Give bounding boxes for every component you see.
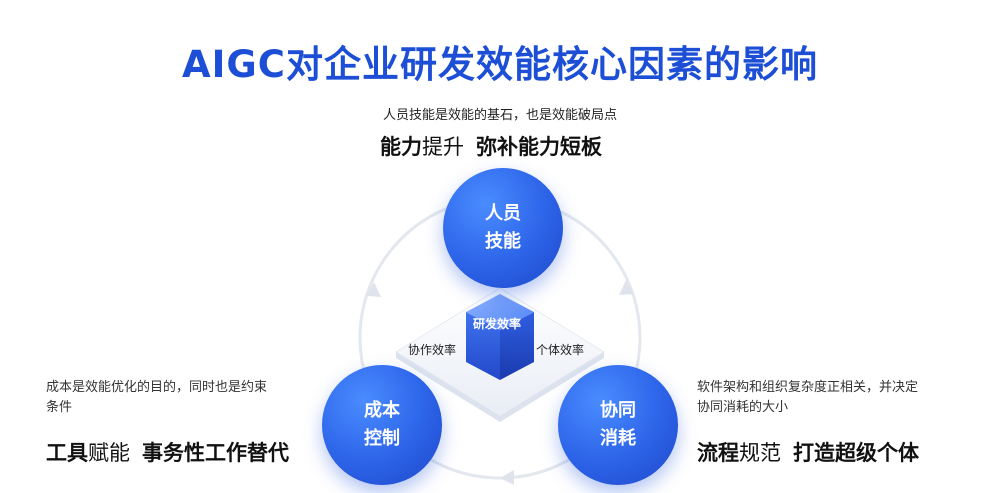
right-headline-bold-2: 打造超级个体 (793, 441, 919, 465)
top-headline: 能力提升弥补能力短板 (380, 131, 602, 161)
cube-left-face (466, 312, 500, 380)
right-headline: 流程规范打造超级个体 (697, 437, 919, 467)
right-desc-line2: 协同消耗的大小 (697, 400, 789, 415)
node-people-skills: 人员 技能 (443, 168, 563, 288)
collab-efficiency-label: 协作效率 (408, 343, 457, 357)
node-collab-line2: 消耗 (600, 428, 636, 449)
left-description: 成本是效能优化的目的，同时也是约束 条件 (46, 378, 316, 418)
node-people-line2: 技能 (485, 231, 521, 252)
ring-arrow-right-icon (619, 280, 634, 295)
node-cost-control: 成本 控制 (322, 365, 442, 485)
node-collab-line1: 协同 (600, 400, 636, 421)
left-headline: 工具赋能事务性工作替代 (46, 437, 289, 467)
right-desc-line1: 软件架构和组织复杂度正相关，并决定 (697, 380, 919, 395)
ring-arrow-left-icon (366, 282, 381, 297)
ring-arrow-bottom-icon (500, 470, 514, 485)
left-headline-bold-2: 事务性工作替代 (142, 441, 289, 465)
page-title: AIGC对企业研发效能核心因素的影响 (182, 43, 818, 86)
top-headline-bold-1: 能力 (380, 135, 422, 159)
people-note: 人员技能是效能的基石，也是效能破局点 (382, 108, 617, 123)
individual-efficiency-label: 个体效率 (536, 343, 585, 357)
node-cost-line1: 成本 (364, 400, 400, 421)
node-collab-cost: 协同 消耗 (558, 365, 678, 485)
core-label: 研发效率 (473, 317, 522, 331)
left-headline-bold-1: 工具 (46, 441, 88, 465)
right-headline-bold-1: 流程 (697, 441, 739, 465)
left-headline-light: 赋能 (88, 441, 130, 465)
cube-right-face (500, 312, 534, 380)
top-headline-light: 提升 (422, 135, 464, 159)
cube-top-face (466, 294, 534, 330)
left-desc-line1: 成本是效能优化的目的，同时也是约束 (46, 380, 268, 395)
top-headline-bold-2: 弥补能力短板 (476, 135, 602, 159)
right-description: 软件架构和组织复杂度正相关，并决定 协同消耗的大小 (697, 378, 967, 418)
left-desc-line2: 条件 (46, 400, 73, 415)
node-people-line1: 人员 (485, 203, 521, 224)
node-cost-line2: 控制 (364, 428, 400, 449)
right-headline-light: 规范 (739, 441, 781, 465)
